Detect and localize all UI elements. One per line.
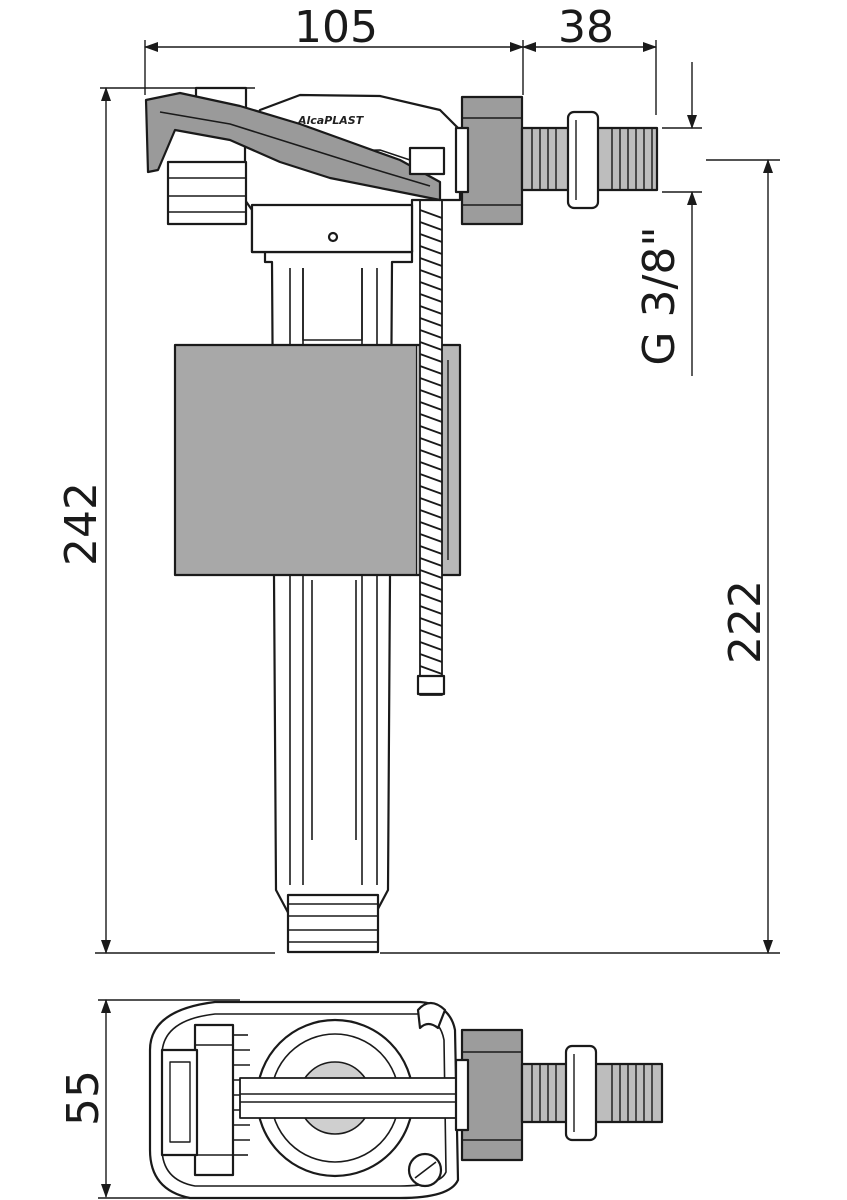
top-lever	[239, 1077, 471, 1119]
rod-clip	[408, 146, 446, 176]
dimension-lines	[95, 40, 780, 1199]
side-view: AlcaPLAST	[144, 86, 659, 954]
brand-logo: AlcaPLAST	[297, 114, 365, 127]
tube-bottom-ring	[286, 893, 380, 954]
dim-38-label: 38	[558, 2, 614, 53]
housing-hook	[416, 1001, 447, 1030]
dim-222-label: 222	[720, 580, 771, 664]
float-block	[173, 343, 462, 577]
dim-242-label: 242	[56, 482, 107, 566]
adjustment-gear	[193, 1023, 250, 1177]
top-union-nut	[454, 1028, 524, 1162]
union-nut	[454, 95, 524, 226]
dim-55-label: 55	[58, 1070, 109, 1126]
thread-size-label: G 3/8"	[634, 226, 685, 365]
adjustment-rod	[416, 199, 446, 696]
top-inlet-thread	[520, 1044, 664, 1142]
top-view	[148, 1000, 664, 1200]
float-lever	[144, 91, 442, 202]
inlet-thread	[520, 110, 659, 210]
dim-105-label: 105	[294, 2, 378, 53]
